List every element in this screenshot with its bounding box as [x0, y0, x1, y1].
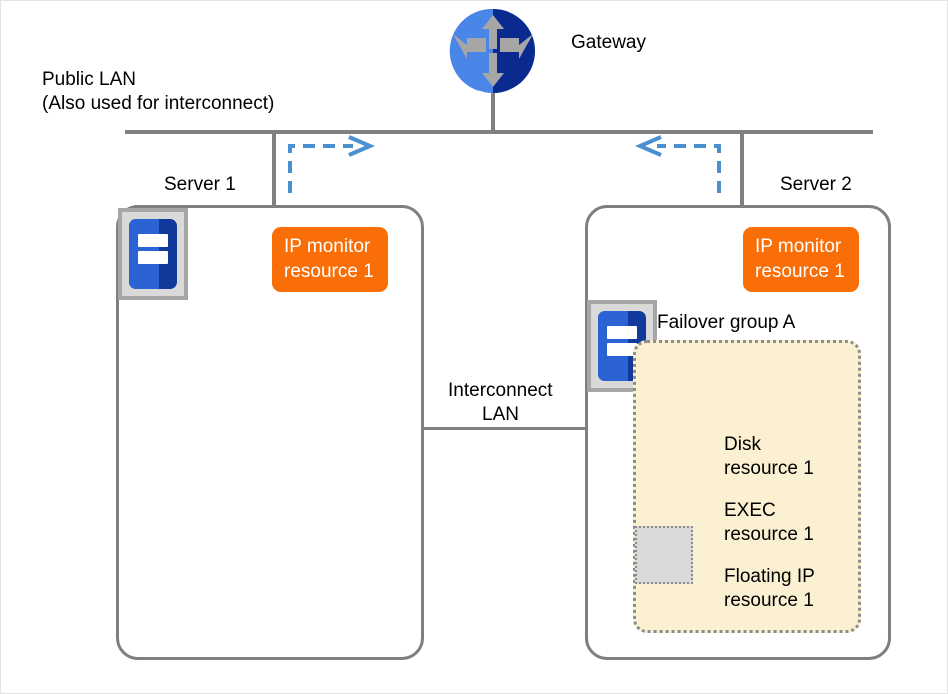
interconnect-lan-line: [424, 427, 587, 430]
failover-resource-row[interactable]: EXEC resource 1: [646, 491, 846, 555]
server-1-label: Server 1: [164, 174, 236, 195]
failover-resource-row[interactable]: Disk resource 1: [646, 425, 846, 489]
server-2-ip-monitor-badge[interactable]: IP monitor resource 1: [743, 227, 859, 292]
failover-group-label: Failover group A: [657, 312, 796, 333]
server-machine-icon: [118, 208, 188, 300]
interconnect-lan-label-line2: LAN: [482, 404, 519, 425]
server1-lan-drop-line: [272, 134, 276, 205]
failover-resource-row[interactable]: Floating IP resource 1: [646, 557, 846, 621]
failover-resource-label: EXEC resource 1: [724, 500, 814, 545]
public-lan-bus-line: [125, 130, 873, 134]
server-2-label: Server 2: [780, 174, 852, 195]
router-icon: [449, 8, 535, 93]
failover-group-icon-frame: [635, 526, 693, 584]
dashed-arrow-right-icon: [288, 135, 376, 193]
server-1-ip-monitor-badge[interactable]: IP monitor resource 1: [272, 227, 388, 292]
gateway-label: Gateway: [571, 32, 646, 53]
failover-resource-label: Floating IP resource 1: [724, 566, 815, 611]
failover-group-box[interactable]: [633, 340, 861, 633]
interconnect-lan-label-line1: Interconnect: [448, 380, 553, 401]
public-lan-label-line2: (Also used for interconnect): [42, 93, 275, 114]
public-lan-label-line1: Public LAN: [42, 69, 136, 90]
dashed-arrow-left-icon: [634, 135, 721, 193]
failover-resource-label: Disk resource 1: [724, 434, 814, 479]
server2-lan-drop-line: [740, 134, 744, 205]
gateway-drop-line: [491, 93, 495, 133]
